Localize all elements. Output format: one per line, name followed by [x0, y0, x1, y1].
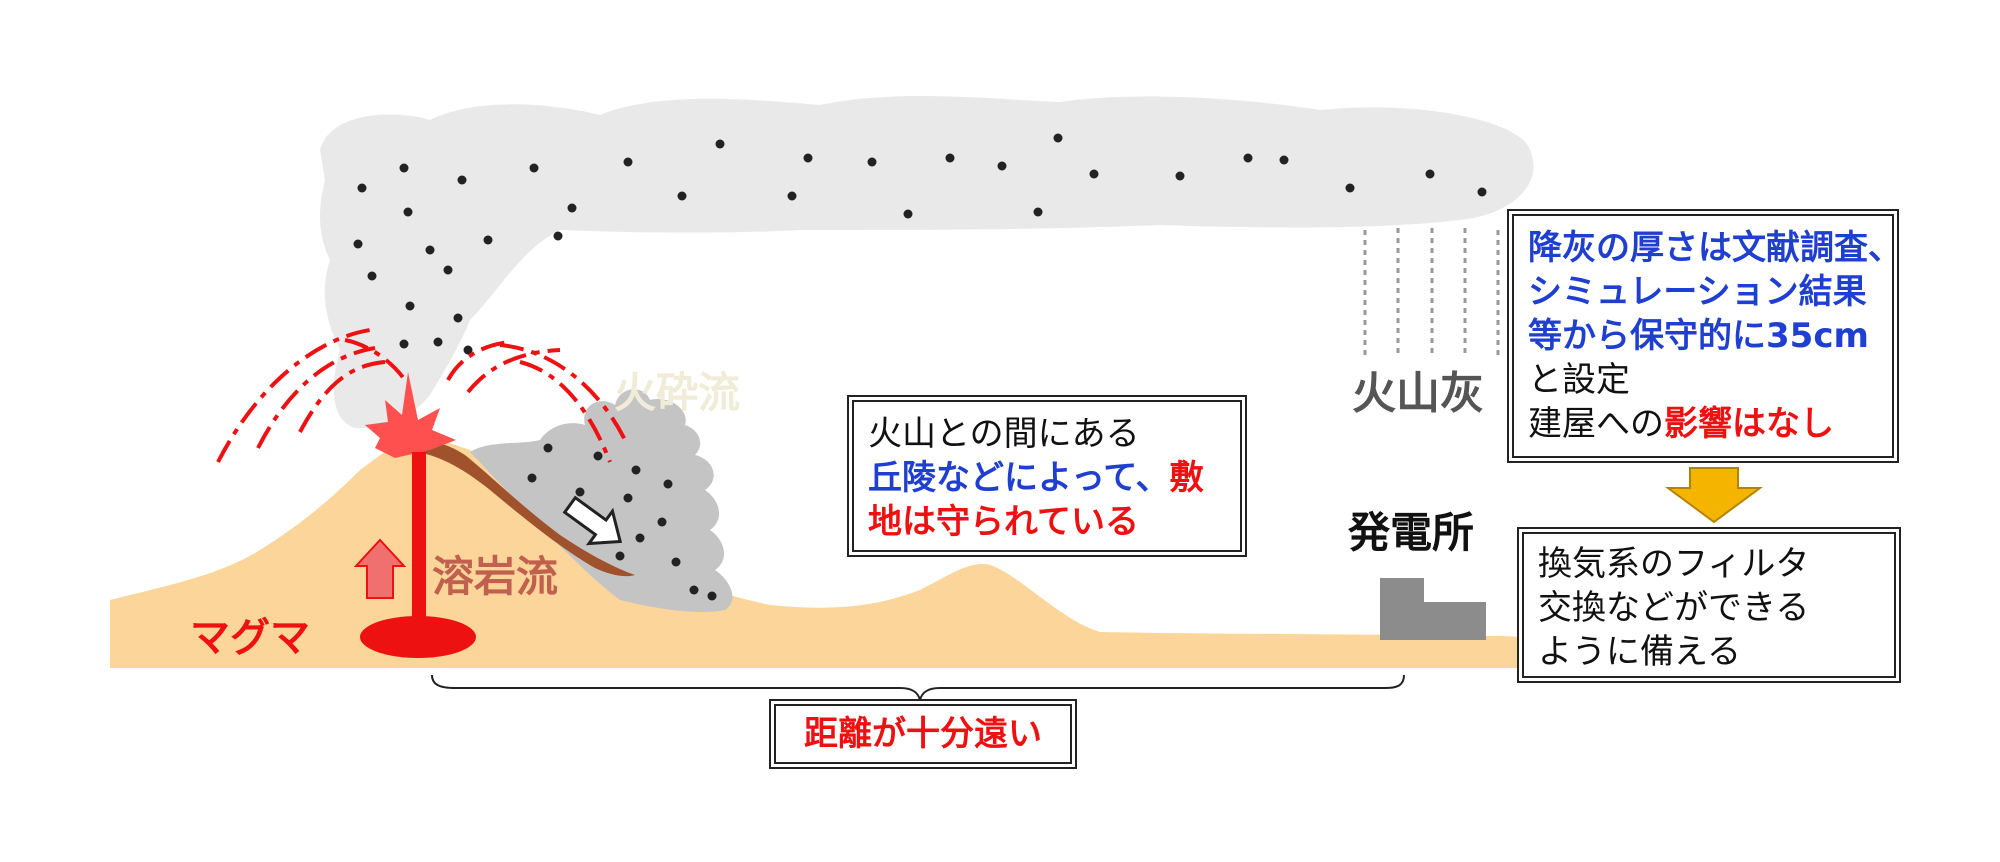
- ash-particle: [997, 161, 1007, 171]
- ash-particle: [945, 153, 955, 163]
- measure-box-line3: ように備える: [1538, 632, 1741, 672]
- ash-particle: [1279, 155, 1289, 165]
- ash-particle: [1089, 169, 1099, 179]
- ash-particle: [803, 153, 813, 163]
- ash-particle: [443, 265, 453, 275]
- ash-particle: [1033, 207, 1043, 217]
- eruption-burst: [365, 372, 456, 458]
- ash-particle: [463, 345, 473, 355]
- ash-particle: [1243, 153, 1253, 163]
- ash-particle: [357, 183, 367, 193]
- pyroclastic-cloud: [470, 389, 733, 612]
- ground: [110, 438, 1550, 668]
- ash-box-line5: 建屋への影響はなし: [1528, 404, 1834, 444]
- ash-particle: [483, 235, 493, 245]
- magma-label: マグマ: [190, 615, 310, 661]
- ash-particle: [367, 271, 377, 281]
- ash-particle: [623, 157, 633, 167]
- pyroclastic-particle: [623, 493, 633, 503]
- pyroclastic-particle: [593, 451, 603, 461]
- ash-particles: [353, 133, 1487, 355]
- ash-particle: [353, 239, 363, 249]
- distance-brace: [431, 674, 1405, 701]
- ash-particle: [405, 301, 415, 311]
- ash-particle: [867, 157, 877, 167]
- ash-particle: [433, 337, 443, 347]
- pyroclastic-particle: [575, 487, 585, 497]
- magma-rise-arrow: [353, 538, 407, 599]
- pyroclastic-particle: [657, 517, 667, 527]
- pyroclastic-particle: [671, 557, 681, 567]
- ash-thickness-box: 降灰の厚さは文献調査、 シミュレーション結果 等から保守的に35cm と設定 建…: [1512, 214, 1902, 458]
- pyroclastic-particle: [631, 465, 641, 475]
- filter-measure-box: 換気系のフィルタ 交換などができる ように備える: [1522, 532, 1896, 678]
- measure-box-line1: 換気系のフィルタ: [1538, 544, 1810, 584]
- power-plant-building: [1380, 578, 1486, 640]
- hill-box-line2: 丘陵などによって、敷: [868, 458, 1204, 498]
- ash-particle: [553, 231, 563, 241]
- pyroclastic-particle: [527, 473, 537, 483]
- lava-flow: [390, 440, 635, 577]
- down-arrow: [1664, 467, 1764, 524]
- ash-particle: [903, 209, 913, 219]
- ash-particle: [425, 245, 435, 255]
- distance-box: 距離が十分遠い: [774, 704, 1072, 764]
- ash-particle: [1477, 187, 1487, 197]
- ash-particle: [1345, 183, 1355, 193]
- ash-box-line2: シミュレーション結果: [1528, 272, 1867, 312]
- ash-box-line4: と設定: [1528, 360, 1630, 400]
- lava-flow-label: 溶岩流: [432, 552, 559, 601]
- ash-cloud: [320, 96, 1534, 429]
- ash-particle: [715, 139, 725, 149]
- measure-box-line2: 交換などができる: [1538, 588, 1810, 628]
- ash-particle: [787, 191, 797, 201]
- hill-box-line1: 火山との間にある: [868, 414, 1140, 454]
- ash-particle: [399, 163, 409, 173]
- ash-particle: [1425, 169, 1435, 179]
- ash-particle: [529, 163, 539, 173]
- magma-chamber: [360, 616, 476, 658]
- pyroclastic-flow-label: 火砕流: [614, 368, 741, 417]
- distance-text: 距離が十分遠い: [804, 714, 1042, 754]
- ash-particle: [399, 339, 409, 349]
- pyroclastic-particle: [543, 443, 553, 453]
- pyroclastic-direction-arrow: [562, 495, 623, 546]
- hill-box-line3: 地は守られている: [868, 502, 1139, 542]
- ash-box-line3: 等から保守的に35cm: [1528, 316, 1869, 356]
- ballistic-trajectories: [216, 328, 627, 463]
- volcanic-ash-label: 火山灰: [1352, 368, 1484, 419]
- ash-particle: [403, 207, 413, 217]
- pyroclastic-particle: [635, 533, 645, 543]
- ash-particle: [677, 191, 687, 201]
- falling-ash-lines: [1363, 228, 1500, 360]
- magma-conduit: [412, 452, 426, 628]
- ash-particle: [457, 175, 467, 185]
- power-plant-label: 発電所: [1348, 508, 1475, 557]
- pyroclastic-particle: [663, 479, 673, 489]
- ash-particle: [1175, 171, 1185, 181]
- ash-box-line1: 降灰の厚さは文献調査、: [1528, 228, 1902, 268]
- pyroclastic-particle: [615, 551, 625, 561]
- ash-particle: [567, 203, 577, 213]
- pyroclastic-particle: [689, 585, 699, 595]
- ash-particle: [1053, 133, 1063, 143]
- pyroclastic-particle: [707, 591, 717, 601]
- ash-particle: [453, 313, 463, 323]
- hill-protection-box: 火山との間にある 丘陵などによって、敷 地は守られている: [852, 400, 1242, 552]
